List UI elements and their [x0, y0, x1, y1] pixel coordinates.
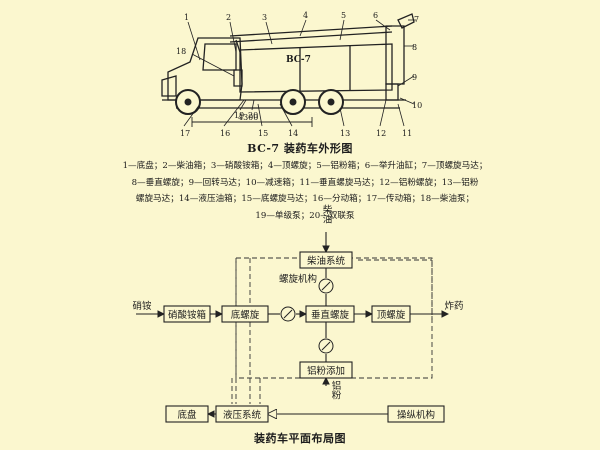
callout-10: 10 [412, 101, 422, 110]
diesel-input-label: 柴油 [321, 204, 333, 225]
top-screw-tube-upper [229, 25, 393, 37]
callout-7: 7 [414, 15, 419, 24]
callout-5: 5 [341, 11, 346, 20]
control-mechanism-box [387, 405, 445, 423]
bottom-screw-box [221, 305, 269, 323]
callout-15: 15 [258, 129, 268, 138]
dimension-label: 4300 [238, 113, 258, 122]
vertical-screw-box [305, 305, 355, 323]
control-mechanism-label: 操纵机构 [397, 409, 435, 421]
model-label-on-tank: BC-7 [286, 55, 311, 65]
legend-line-4: 19—单级泵；20—双联泵 [255, 210, 355, 221]
legend-line-2: 8—垂直螺旋；9—回转马达；10—减速箱；11—垂直螺旋马达；12—铝粉螺旋；1… [131, 177, 479, 188]
diesel-system-box [299, 251, 353, 269]
chassis-label: 底盘 [177, 409, 197, 421]
callout-12: 12 [376, 129, 386, 138]
aluminum-add-label: 铝粉添加 [307, 365, 345, 377]
callout-14: 14 [288, 129, 298, 138]
callout-2: 2 [226, 13, 231, 22]
chassis-box [165, 405, 209, 423]
vertical-screw-column [385, 25, 405, 85]
truck-figure-caption: BC-7 装药车外形图 [247, 142, 353, 155]
truck-hood [161, 75, 177, 97]
callout-1: 1 [184, 13, 189, 22]
diesel-system-label: 柴油系统 [307, 255, 346, 267]
callout-18: 18 [176, 47, 186, 56]
aluminum-add-box [299, 361, 353, 379]
layout-figure-caption: 装药车平面布局图 [254, 432, 346, 445]
vertical-screw-label: 垂直螺旋 [311, 309, 350, 321]
top-screw-label: 顶螺旋 [377, 309, 406, 321]
bottom-screw-label: 底螺旋 [231, 309, 260, 321]
screw-mechanism-label: 螺旋机构 [279, 273, 317, 285]
top-screw-motor [397, 13, 415, 29]
explosive-output-label: 炸药 [444, 300, 463, 312]
legend-line-1: 1—底盘；2—柴油箱；3—硝酸铵箱；4—顶螺旋；5—铝粉箱；6—举升油缸；7—顶… [122, 161, 488, 171]
callout-20: 20 [248, 111, 258, 120]
aluminum-input-label: 铝粉 [330, 380, 342, 401]
callout-16: 16 [220, 129, 230, 138]
top-screw-tube-lower [229, 31, 393, 43]
callout-4: 4 [303, 11, 308, 20]
parts-legend: 1—底盘；2—柴油箱；3—硝酸铵箱；4—顶螺旋；5—铝粉箱；6—举升油缸；7—顶… [70, 158, 540, 224]
top-screw-box [371, 305, 411, 323]
ammonium-input-label: 硝铵 [132, 300, 152, 312]
callout-11: 11 [402, 129, 412, 138]
hydraulic-system-box [215, 405, 269, 423]
callout-17: 17 [180, 129, 190, 138]
legend-line-3: 螺旋马达；14—液压油箱；15—底螺旋马达；16—分动箱；17—传动箱；18—柴… [135, 194, 475, 205]
callout-6: 6 [373, 11, 378, 20]
callout-8: 8 [412, 43, 417, 52]
callout-13: 13 [340, 129, 350, 138]
screw-support [235, 39, 241, 53]
ammonium-box [163, 305, 211, 323]
callout-9: 9 [412, 73, 417, 82]
ammonium-box-label: 硝酸铵箱 [168, 309, 206, 321]
callout-3: 3 [262, 13, 267, 22]
hydraulic-system-label: 液压系统 [223, 409, 262, 421]
callout-19: 19 [234, 111, 244, 120]
diesel-pump-block [233, 69, 243, 87]
tank-body [239, 43, 393, 93]
